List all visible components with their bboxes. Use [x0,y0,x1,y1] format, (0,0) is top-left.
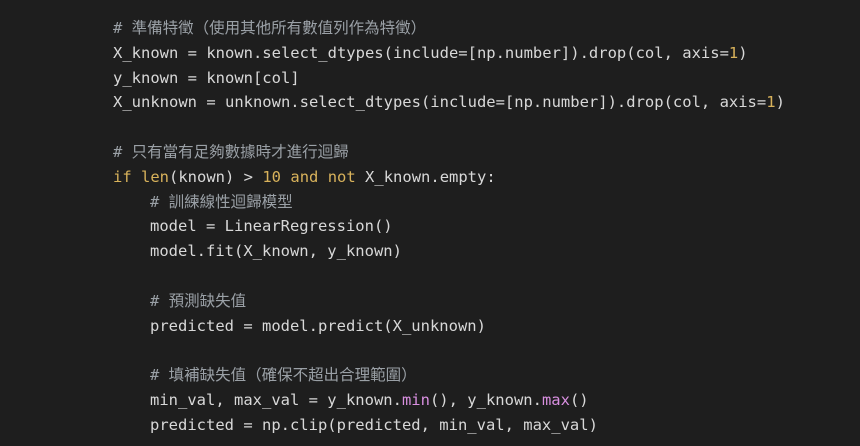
code-token-method: min [401,390,430,409]
code-line: # 準備特徵（使用其他所有數值列作為特徵） [0,16,860,41]
code-token-number: 1 [766,93,776,112]
code-token-default: predicted = model.predict(X_unknown) [150,316,486,335]
code-token-default: X_known.empty: [355,167,496,186]
code-token-default: predicted = np.clip(predicted, min_val, … [150,415,598,434]
code-token-default [281,168,290,186]
code-line: y_known = known[col] [0,66,860,91]
code-line: predicted = model.predict(X_unknown) [0,314,860,339]
code-token-default: X_unknown = unknown.select_dtypes(includ… [113,93,767,112]
code-token-default: ) [738,43,748,62]
code-line: # 預測缺失值 [0,289,860,314]
code-token-default [318,168,327,186]
code-token-keyword: not [327,167,356,186]
code-token-builtin: len [141,167,170,186]
code-token-default: (known) > [169,167,263,186]
code-token-keyword: if [113,167,132,186]
code-token-number: 1 [728,43,739,62]
code-token-default: ) [775,93,785,112]
code-token-keyword: and [290,167,319,186]
code-line: # 填補缺失值（確保不超出合理範圍） [0,363,860,388]
code-token-comment: # 訓練線性迴歸模型 [150,192,293,211]
code-line: model.fit(X_known, y_known) [0,239,860,264]
code-token-number: 10 [262,167,282,186]
code-line: # 只有當有足夠數據時才進行迴歸 [0,140,860,165]
code-token-comment: # 填補缺失值（確保不超出合理範圍） [150,366,417,385]
code-token-comment: # 預測缺失值 [150,291,247,310]
code-token-comment: # 準備特徵（使用其他所有數值列作為特徵） [113,19,427,37]
code-line-blank [0,264,860,289]
code-token-default: y_known = known[col] [113,68,300,87]
code-line: X_known = known.select_dtypes(include=[n… [0,41,860,66]
code-line: # 訓練線性迴歸模型 [0,190,860,215]
code-line: predicted = np.clip(predicted, min_val, … [0,413,860,438]
code-line-blank [0,115,860,140]
code-token-default [132,168,141,186]
code-token-default: model.fit(X_known, y_known) [150,242,402,261]
code-token-comment: # 只有當有足夠數據時才進行迴歸 [113,142,349,161]
code-token-default: model = LinearRegression() [150,217,393,236]
code-token-default: X_known = known.select_dtypes(include=[n… [113,43,729,62]
code-line: X_unknown = unknown.select_dtypes(includ… [0,90,860,115]
code-line: model = LinearRegression() [0,214,860,239]
code-token-method: max [541,390,570,409]
code-token-default: min_val, max_val = y_known. [150,390,402,409]
code-token-default: (), y_known. [429,390,542,409]
code-line: min_val, max_val = y_known.min(), y_know… [0,388,860,413]
code-line: if len(known) > 10 and not X_known.empty… [0,165,860,190]
code-token-default: () [569,390,589,409]
code-line-blank [0,338,860,363]
